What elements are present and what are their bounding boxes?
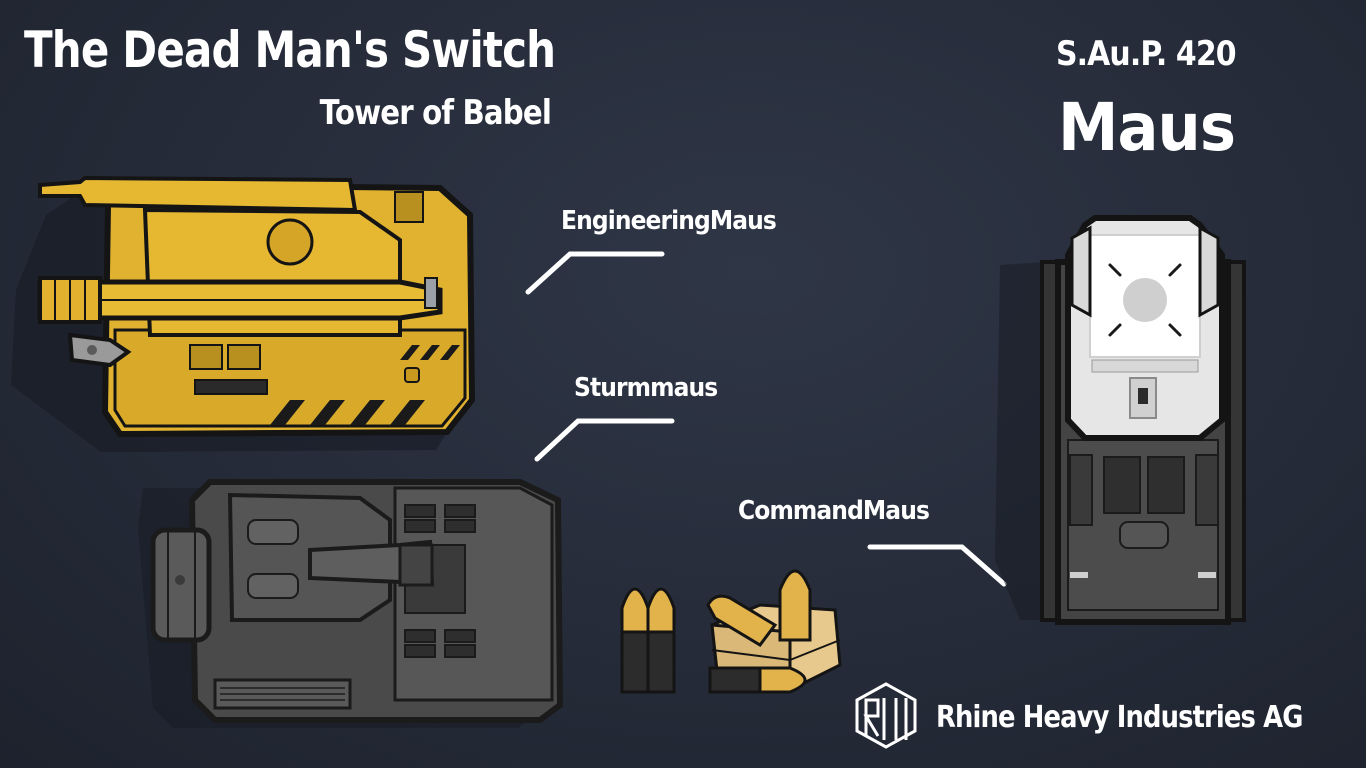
engineering-maus-label: EngineeringMaus [561, 206, 777, 236]
engineering-leader-line [525, 251, 665, 295]
command-leader-line [867, 544, 1007, 587]
sturmmaus-vehicle [138, 479, 564, 728]
unit-code: S.Au.P. 420 [1056, 34, 1237, 74]
unit-name: Maus [1058, 89, 1236, 166]
page-subtitle: Tower of Babel [319, 93, 552, 133]
sturmmaus-leader-line [534, 418, 675, 462]
company-name: Rhine Heavy Industries AG [936, 700, 1303, 735]
ammunition-shells [620, 587, 676, 694]
sturmmaus-label: Sturmmaus [574, 373, 718, 403]
engineering-maus-vehicle [11, 175, 476, 452]
rhi-logo-icon [855, 682, 917, 749]
page-title: The Dead Man's Switch [24, 21, 556, 79]
command-maus-label: CommandMaus [738, 496, 930, 526]
ammunition-crate [706, 569, 842, 694]
command-maus-vehicle [995, 215, 1246, 625]
